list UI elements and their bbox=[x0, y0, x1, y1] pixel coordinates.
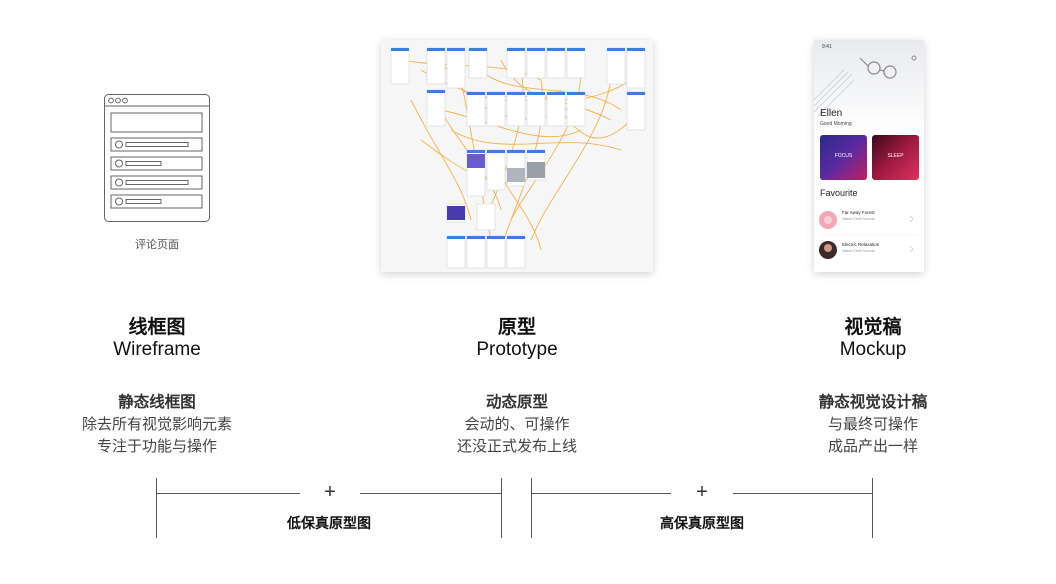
wireframe-subtitle: Wireframe bbox=[113, 339, 201, 360]
wireframe-caption: 评论页面 bbox=[135, 239, 179, 251]
high-bracket-right-edge bbox=[872, 478, 873, 538]
prototype-title: 原型 bbox=[497, 317, 536, 338]
mockup-illustration: 9:41 Ellen Good Morning FOCUS SLEEP Favo… bbox=[814, 40, 924, 272]
mockup-description: 静态视觉设计稿 与最终可操作 成品产出一样 bbox=[763, 392, 983, 458]
mockup-screen-drawing bbox=[814, 40, 924, 259]
wireframe-desc-line-2: 除去所有视觉影响元素 bbox=[81, 416, 232, 433]
low-bracket-plus-icon: + bbox=[324, 481, 336, 503]
mockup-subtitle: Mockup bbox=[839, 339, 907, 360]
high-bracket-left-edge bbox=[531, 478, 532, 538]
prototype-desc-line-3: 还没正式发布上线 bbox=[456, 438, 577, 455]
high-bracket-line-right bbox=[733, 493, 872, 494]
prototype-desc-line-2: 会动的、可操作 bbox=[464, 416, 570, 433]
mockup-desc-line-1: 静态视觉设计稿 bbox=[818, 394, 928, 411]
low-fidelity-label: 低保真原型图 bbox=[287, 515, 371, 531]
mockup-card-focus: FOCUS bbox=[834, 153, 853, 159]
low-bracket-line-right bbox=[360, 493, 501, 494]
mockup-desc-line-2: 与最终可操作 bbox=[827, 416, 918, 433]
wireframe-title: 线框图 bbox=[128, 317, 186, 338]
mockup-card-sleep: SLEEP bbox=[887, 153, 904, 159]
prototype-flow-drawing bbox=[390, 47, 646, 269]
mockup-name: Ellen bbox=[820, 108, 843, 119]
wireframe-description: 静态线框图 除去所有视觉影响元素 专注于功能与操作 bbox=[47, 392, 267, 458]
wireframe-desc-line-3: 专注于功能与操作 bbox=[96, 438, 217, 455]
mockup-time: 9:41 bbox=[822, 44, 832, 50]
mockup-item2-title: Electric Relaxation bbox=[842, 242, 880, 247]
prototype-description: 动态原型 会动的、可操作 还没正式发布上线 bbox=[407, 392, 627, 458]
mockup-item1-sub: Nature Earth Sounds bbox=[842, 217, 875, 221]
wireframe-illustration bbox=[104, 94, 210, 222]
high-fidelity-label: 高保真原型图 bbox=[660, 515, 744, 531]
prototype-subtitle: Prototype bbox=[476, 339, 558, 360]
wireframe-drawing bbox=[104, 94, 210, 222]
mockup-item2-sub: Nature Earth Sounds bbox=[842, 249, 875, 253]
mockup-title: 视觉稿 bbox=[844, 317, 902, 338]
mockup-greeting: Good Morning bbox=[820, 121, 852, 127]
low-bracket-line-left bbox=[156, 493, 300, 494]
low-bracket-left-edge bbox=[156, 478, 157, 538]
mockup-desc-line-3: 成品产出一样 bbox=[827, 438, 918, 455]
wireframe-desc-line-1: 静态线框图 bbox=[118, 394, 196, 411]
low-bracket-right-edge bbox=[501, 478, 502, 538]
high-bracket-line-left bbox=[531, 493, 671, 494]
high-bracket-plus-icon: + bbox=[696, 481, 708, 503]
mockup-section-title: Favourite bbox=[820, 188, 858, 198]
prototype-illustration bbox=[381, 40, 653, 272]
prototype-desc-line-1: 动态原型 bbox=[485, 394, 548, 411]
mockup-item1-title: Far Away Forest bbox=[842, 210, 875, 215]
